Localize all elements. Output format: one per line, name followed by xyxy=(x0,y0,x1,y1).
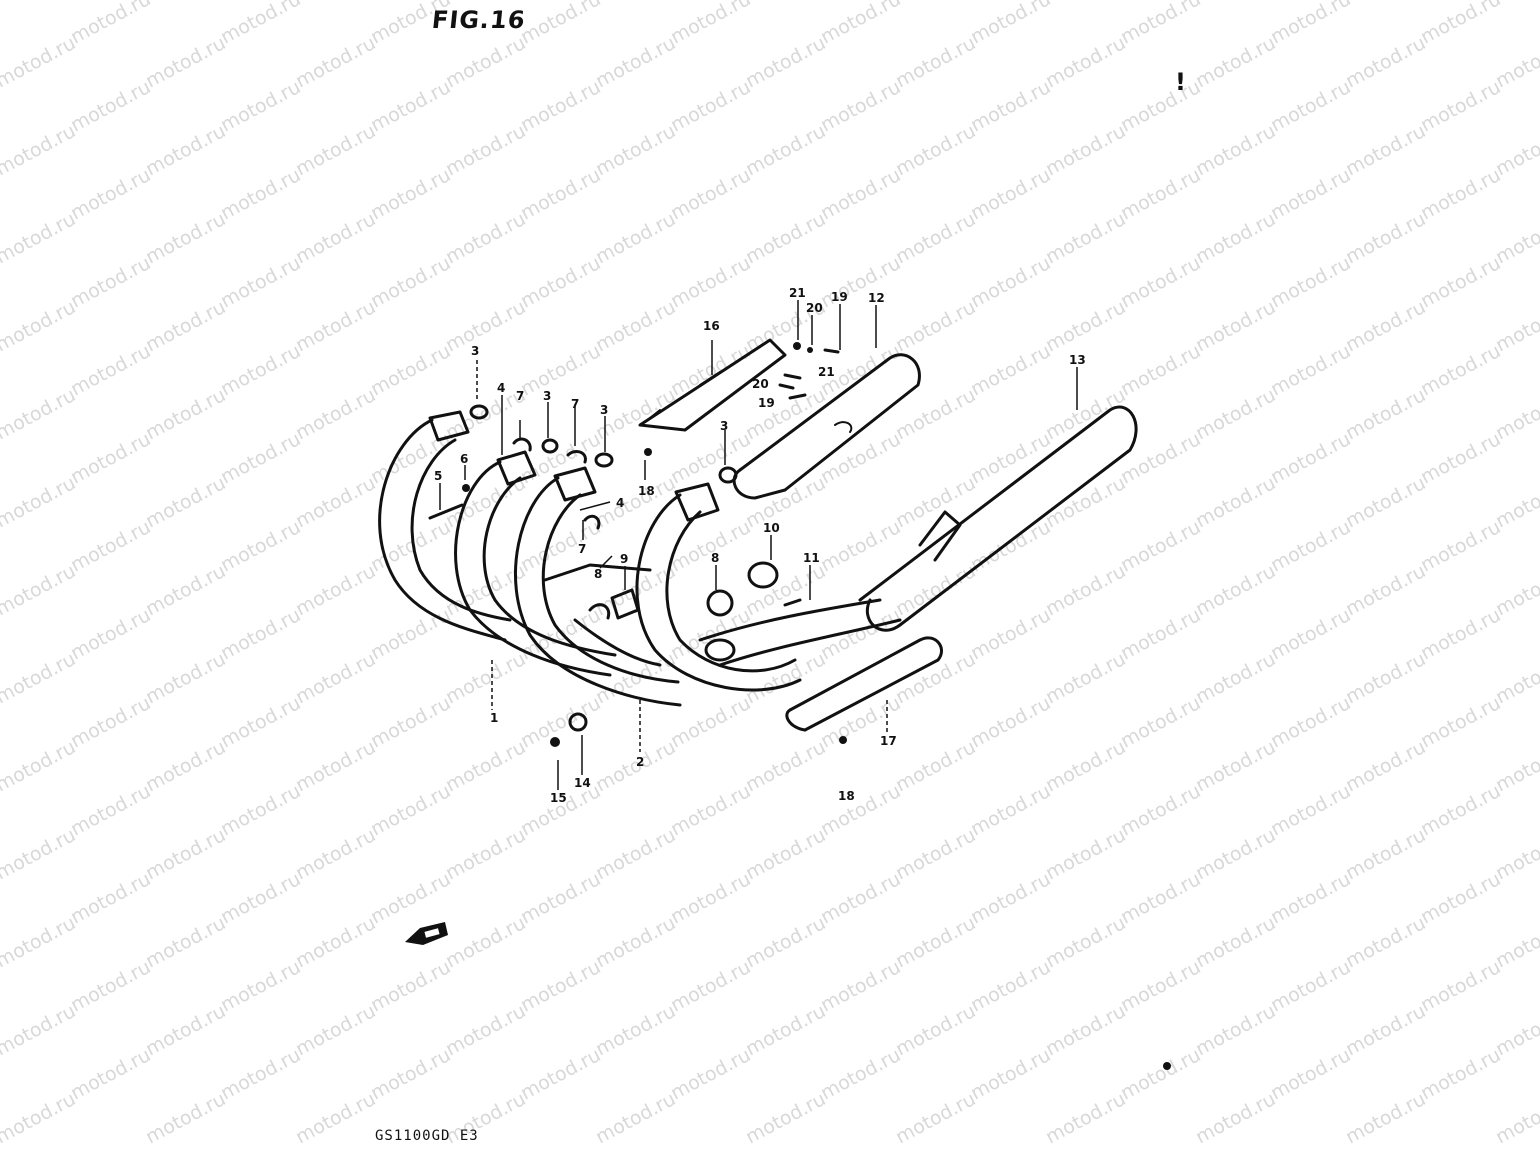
callout-4: 4 xyxy=(616,496,624,510)
callout-8: 8 xyxy=(594,567,602,581)
callout-13: 13 xyxy=(1069,353,1086,367)
bolts xyxy=(428,342,847,747)
model-label: GS1100GD E3 xyxy=(375,1128,479,1144)
callout-11: 11 xyxy=(803,551,820,565)
exhaust-pipe-3 xyxy=(514,466,682,707)
callout-5: 5 xyxy=(434,469,442,483)
callout-16: 16 xyxy=(703,319,720,333)
callout-12: 12 xyxy=(868,291,885,305)
front-arrow-icon xyxy=(405,922,448,945)
callout-labels: 1 2 3 3 3 3 4 4 5 6 7 7 7 8 8 9 10 11 12… xyxy=(434,286,1086,805)
exclamation-mark: ! xyxy=(1175,68,1186,96)
exhaust-pipe-1 xyxy=(378,410,512,642)
callout-1: 1 xyxy=(490,711,498,725)
callout-18: 18 xyxy=(638,484,655,498)
exhaust-pipe-4 xyxy=(635,482,802,692)
gaskets xyxy=(469,404,738,530)
callout-8: 8 xyxy=(711,551,719,565)
heat-shield-17 xyxy=(785,636,943,732)
callout-19: 19 xyxy=(758,396,775,410)
callout-3: 3 xyxy=(720,419,728,433)
heat-shield-16 xyxy=(638,338,787,432)
callout-18: 18 xyxy=(838,789,855,803)
callout-9: 9 xyxy=(620,552,628,566)
callout-19: 19 xyxy=(831,290,848,304)
callout-20: 20 xyxy=(752,377,769,391)
callout-7: 7 xyxy=(571,397,579,411)
callout-2: 2 xyxy=(636,755,644,769)
callout-3: 3 xyxy=(543,389,551,403)
callout-20: 20 xyxy=(806,301,823,315)
leader-lines xyxy=(439,300,1078,790)
muffler-13 xyxy=(858,405,1138,632)
collector-pipe xyxy=(543,563,902,667)
mark-dot xyxy=(1163,1062,1171,1070)
callout-14: 14 xyxy=(574,776,591,790)
callout-21: 21 xyxy=(789,286,806,300)
mount-parts xyxy=(588,561,802,620)
callout-4: 4 xyxy=(497,381,505,395)
callout-21: 21 xyxy=(818,365,835,379)
callout-15: 15 xyxy=(550,791,567,805)
callout-3: 3 xyxy=(471,344,479,358)
callout-7: 7 xyxy=(578,542,586,556)
callout-6: 6 xyxy=(460,452,468,466)
callout-10: 10 xyxy=(763,521,780,535)
callout-17: 17 xyxy=(880,734,897,748)
callout-7: 7 xyxy=(516,389,524,403)
callout-3: 3 xyxy=(600,403,608,417)
